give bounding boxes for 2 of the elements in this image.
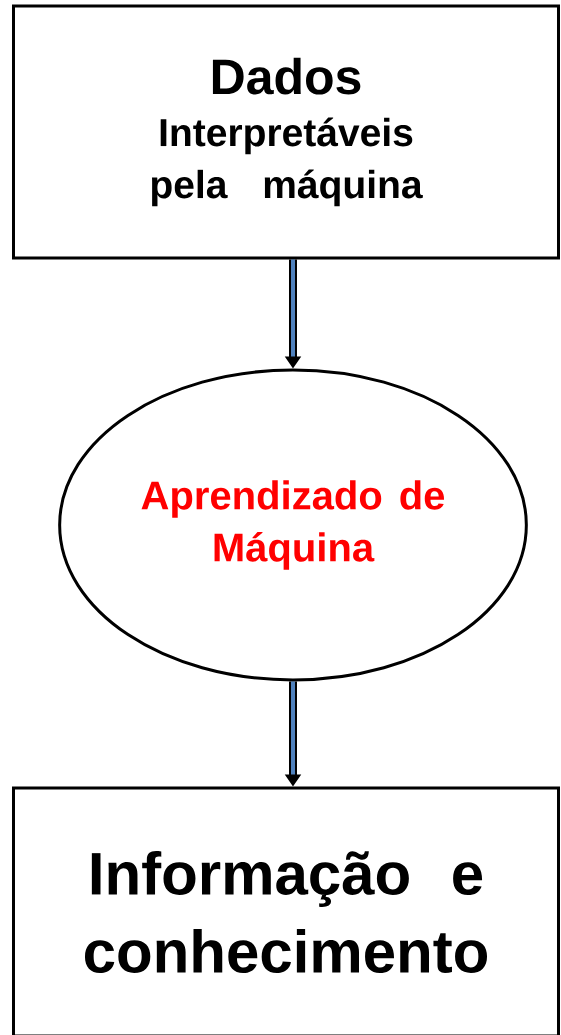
text-box: Dados Interpretáveis pela máquina <box>12 4 560 260</box>
text-box: Informação e conhecimento <box>12 786 560 1035</box>
